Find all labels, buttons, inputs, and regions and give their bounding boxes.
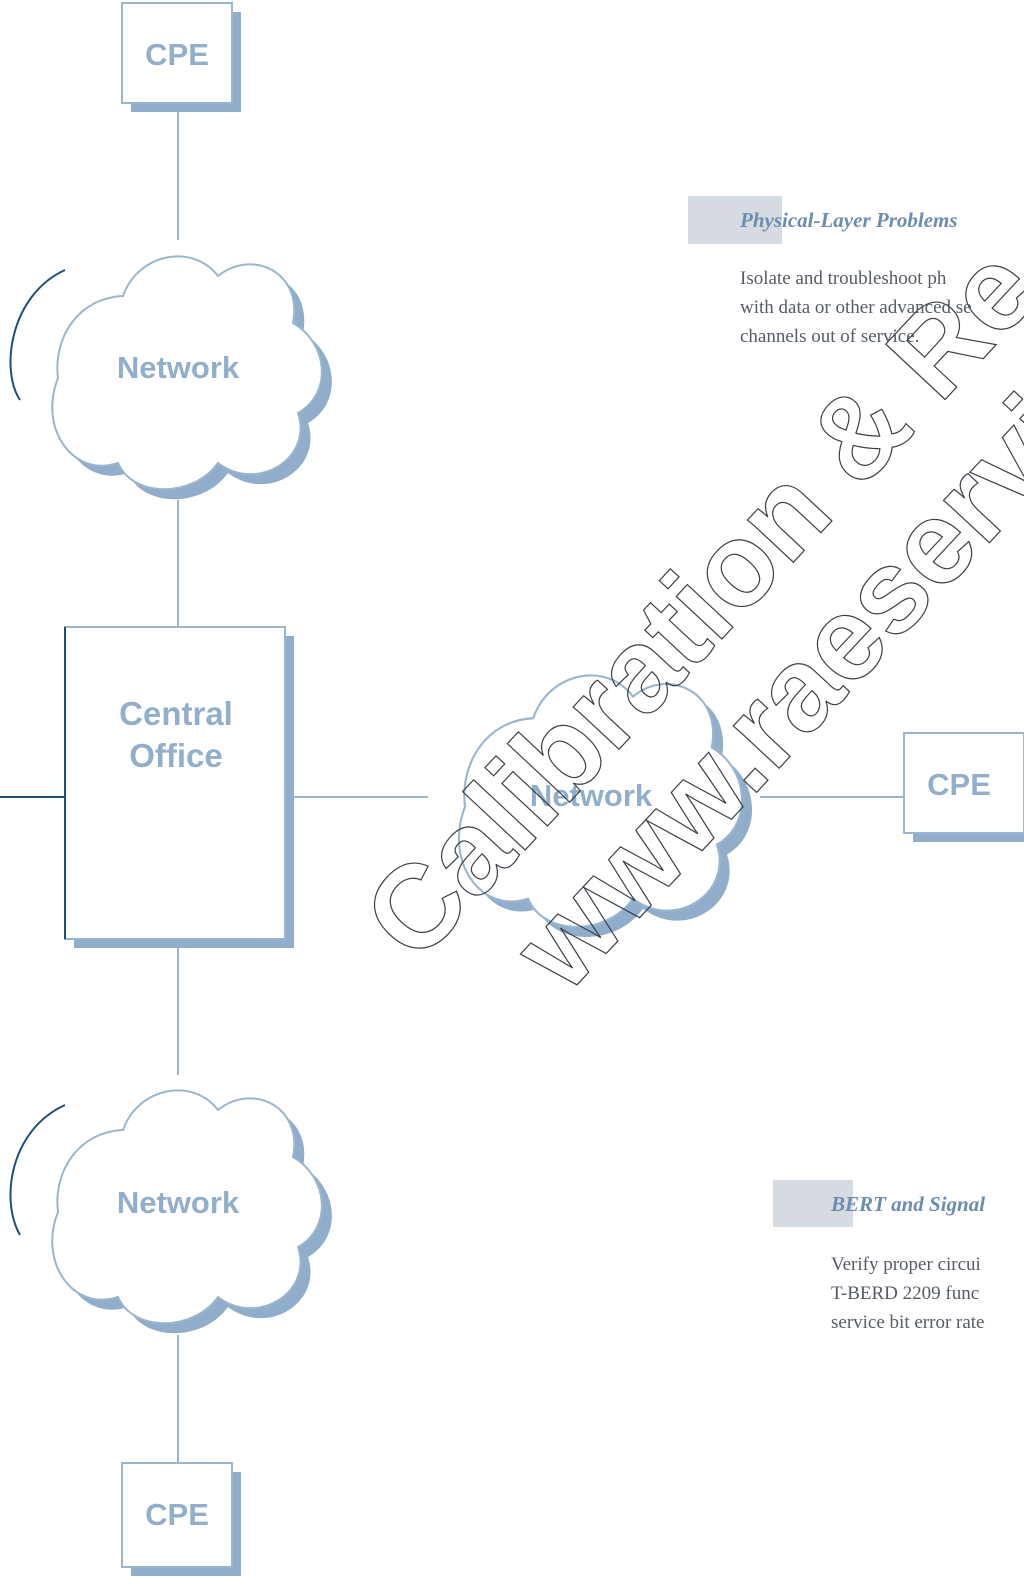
central-office-box: Central Office [64, 626, 294, 948]
bert-heading: BERT and Signal [831, 1192, 986, 1216]
physical-heading: Physical-Layer Problems [740, 208, 958, 232]
bert-body-line-2: T-BERD 2209 func [831, 1283, 980, 1304]
central-office-label-line2: Office [129, 737, 223, 774]
network-bottom-label: Network [117, 1185, 240, 1220]
cpe-right-label: CPE [927, 767, 991, 802]
cpe-right-box: CPE [903, 732, 1024, 842]
physical-heading-bar [688, 196, 782, 244]
connector-lines [177, 108, 912, 1477]
central-office-label-line1: Central [119, 695, 233, 732]
physical-body-line-2: with data or other advanced se [740, 297, 972, 318]
physical-body-line-1: Isolate and troubleshoot ph [740, 268, 947, 289]
network-top-cloud: Network [9, 255, 332, 500]
network-top-label: Network [117, 350, 240, 385]
cpe-top-label: CPE [145, 37, 209, 72]
network-center-cloud: Network [457, 674, 753, 937]
physical-body-line-3: channels out of service. [740, 326, 920, 347]
bert-heading-bar [773, 1180, 853, 1227]
bert-body-line-3: service bit error rate [831, 1312, 985, 1333]
bert-body: Verify proper circui T-BERD 2209 func se… [831, 1250, 1024, 1337]
network-center-label: Network [530, 778, 653, 813]
bert-body-line-1: Verify proper circui [831, 1254, 981, 1275]
physical-body: Isolate and troubleshoot ph with data or… [740, 264, 1024, 351]
cpe-bottom-box: CPE [121, 1462, 241, 1576]
network-bottom-cloud: Network [9, 1089, 332, 1334]
cpe-bottom-label: CPE [145, 1497, 209, 1532]
cpe-top-box: CPE [121, 2, 241, 112]
